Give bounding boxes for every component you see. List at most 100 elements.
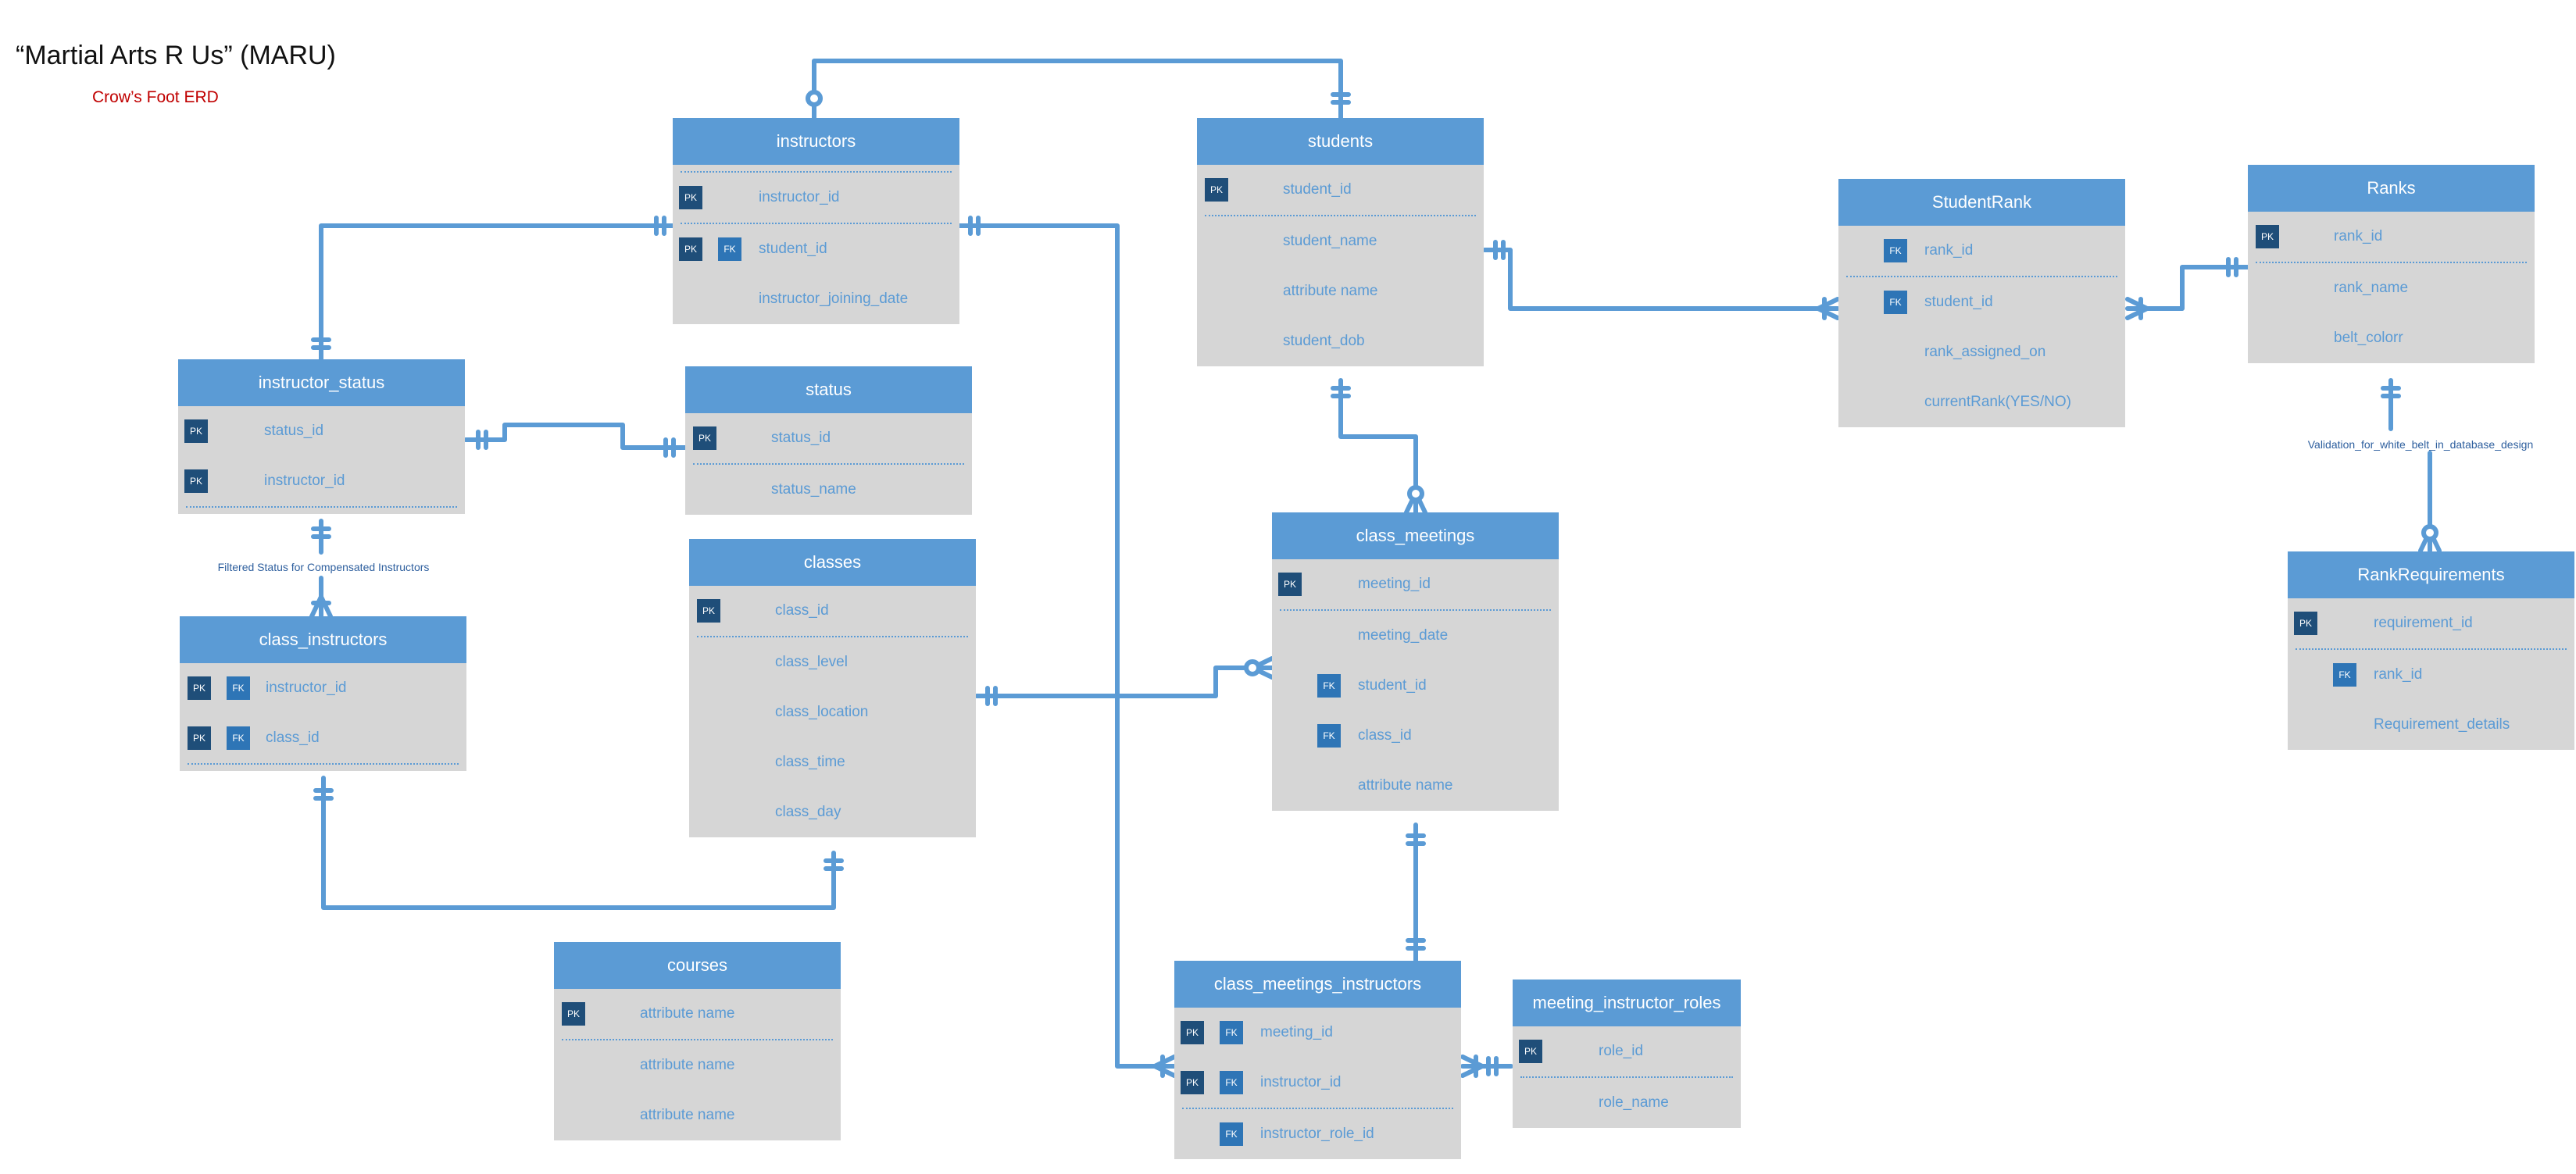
fk-badge: FK <box>1220 1122 1243 1146</box>
pk-badge: PK <box>1181 1071 1204 1094</box>
attribute-name: rank_assigned_on <box>1924 344 2046 360</box>
rel-ranks-rank-requirements <box>2381 378 2442 553</box>
attribute-name: class_day <box>775 804 841 820</box>
attribute-row: class_time <box>689 737 976 787</box>
attribute-name: Requirement_details <box>2374 716 2510 733</box>
attribute-name: student_id <box>1358 677 1427 694</box>
rel-instructors-class-meetings-instructors <box>957 216 1177 1078</box>
entity-student-rank[interactable]: StudentRank FK rank_id FK student_id ran… <box>1838 179 2125 427</box>
attribute-row: PK instructor_id <box>178 456 465 506</box>
pk-badge: PK <box>1181 1021 1204 1044</box>
attribute-row: PK FK meeting_id <box>1174 1008 1461 1058</box>
attribute-name: attribute name <box>1283 283 1378 299</box>
pk-badge: PK <box>679 237 702 261</box>
rel-classes-class-instructors <box>313 776 844 910</box>
attribute-name: status_name <box>771 481 856 498</box>
attribute-name: class_id <box>266 730 320 746</box>
attribute-row: FK student_id <box>1272 661 1559 711</box>
attribute-name: student_id <box>759 241 827 257</box>
attribute-row: class_level <box>689 637 976 687</box>
relationship-label-filtered-status: Filtered Status for Compensated Instruct… <box>217 561 430 573</box>
pk-badge: PK <box>188 676 211 700</box>
entity-instructor-status[interactable]: instructor_status PK status_id PK instru… <box>178 359 465 514</box>
attribute-row: PK FK instructor_id <box>180 663 466 713</box>
entity-courses[interactable]: courses PK attribute name attribute name… <box>554 942 841 1140</box>
entity-ranks[interactable]: Ranks PK rank_id rank_name belt_colorr <box>2248 165 2535 363</box>
attribute-row: PK requirement_id <box>2288 598 2574 648</box>
attribute-row: meeting_date <box>1272 611 1559 661</box>
entity-class-meetings-instructors[interactable]: class_meetings_instructors PK FK meeting… <box>1174 961 1461 1159</box>
attribute-name: class_time <box>775 754 845 770</box>
attribute-name: class_id <box>775 602 829 619</box>
entity-instructors[interactable]: instructors PK instructor_id PK FK stude… <box>673 118 959 324</box>
attribute-row: PK role_id <box>1513 1026 1741 1076</box>
pk-badge: PK <box>2294 612 2317 635</box>
pk-badge: PK <box>2256 225 2279 248</box>
attribute-name: instructor_id <box>266 680 347 696</box>
entity-header: class_meetings <box>1272 512 1559 559</box>
attribute-name: attribute name <box>1358 777 1453 794</box>
attribute-name: role_name <box>1599 1094 1669 1111</box>
attribute-row: rank_assigned_on <box>1838 327 2125 377</box>
diagram-title: “Martial Arts R Us” (MARU) <box>16 41 336 70</box>
entity-class-meetings[interactable]: class_meetings PK meeting_id meeting_dat… <box>1272 512 1559 811</box>
attribute-row: currentRank(YES/NO) <box>1838 377 2125 427</box>
entity-status[interactable]: status PK status_id status_name <box>685 366 972 515</box>
attribute-name: rank_id <box>2374 666 2423 683</box>
entity-classes[interactable]: classes PK class_id class_level class_lo… <box>689 539 976 837</box>
attribute-name: student_dob <box>1283 333 1365 349</box>
attribute-row: rank_name <box>2248 263 2535 313</box>
attribute-name: currentRank(YES/NO) <box>1924 394 2071 410</box>
fk-badge: FK <box>227 676 250 700</box>
attribute-row: attribute name <box>1272 761 1559 811</box>
fk-badge: FK <box>2333 663 2356 687</box>
attribute-row: attribute name <box>554 1040 841 1090</box>
attribute-name: class_id <box>1358 727 1412 744</box>
fk-badge: FK <box>227 726 250 750</box>
fk-badge: FK <box>1220 1021 1243 1044</box>
attribute-name: student_name <box>1283 233 1377 249</box>
entity-students[interactable]: students PK student_id student_name attr… <box>1197 118 1484 366</box>
attribute-row: PK meeting_id <box>1272 559 1559 609</box>
entity-header: classes <box>689 539 976 586</box>
attribute-name: attribute name <box>640 1107 735 1123</box>
attribute-name: rank_id <box>2334 228 2383 244</box>
attribute-row: FK rank_id <box>1838 226 2125 276</box>
entity-meeting-instructor-roles[interactable]: meeting_instructor_roles PK role_id role… <box>1513 980 1741 1128</box>
attribute-row: PK FK instructor_id <box>1174 1058 1461 1108</box>
diagram-subtitle: Crow’s Foot ERD <box>92 88 219 106</box>
attribute-name: class_level <box>775 654 848 670</box>
entity-header: RankRequirements <box>2288 551 2574 598</box>
pk-badge: PK <box>697 599 720 623</box>
attribute-name: class_location <box>775 704 869 720</box>
fk-badge: FK <box>1884 239 1907 262</box>
attribute-name: student_id <box>1924 294 1993 310</box>
rel-students-instructors <box>806 59 1351 120</box>
attribute-name: meeting_id <box>1358 576 1431 592</box>
rel-instructor-status-class-instructors <box>309 519 333 619</box>
entity-rank-requirements[interactable]: RankRequirements PK requirement_id FK ra… <box>2288 551 2574 750</box>
attribute-row: PK attribute name <box>554 989 841 1039</box>
attribute-row: PK student_id <box>1197 165 1484 215</box>
fk-badge: FK <box>1317 674 1341 698</box>
pk-badge: PK <box>184 469 208 493</box>
rel-class-meetings-class-meetings-instructors <box>1406 823 1426 963</box>
attribute-name: belt_colorr <box>2334 330 2403 346</box>
attribute-row: FK student_id <box>1838 277 2125 327</box>
attribute-row: FK class_id <box>1272 711 1559 761</box>
attribute-row: class_day <box>689 787 976 837</box>
rel-roles-class-meetings-instructors <box>1460 1054 1513 1078</box>
attribute-row: attribute name <box>1197 266 1484 316</box>
attribute-name: instructor_id <box>1260 1074 1342 1090</box>
entity-header: instructor_status <box>178 359 465 406</box>
relationship-label-white-belt-validation: Validation_for_white_belt_in_database_de… <box>2307 438 2534 451</box>
entity-class-instructors[interactable]: class_instructors PK FK instructor_id PK… <box>180 616 466 771</box>
entity-header: class_instructors <box>180 616 466 663</box>
fk-badge: FK <box>1317 724 1341 748</box>
attribute-name: attribute name <box>640 1057 735 1073</box>
fk-badge: FK <box>1884 291 1907 314</box>
rel-instructor-status-status <box>463 423 688 458</box>
attribute-row: FK instructor_role_id <box>1174 1109 1461 1159</box>
attribute-name: instructor_id <box>759 189 840 205</box>
pk-badge: PK <box>562 1002 585 1026</box>
